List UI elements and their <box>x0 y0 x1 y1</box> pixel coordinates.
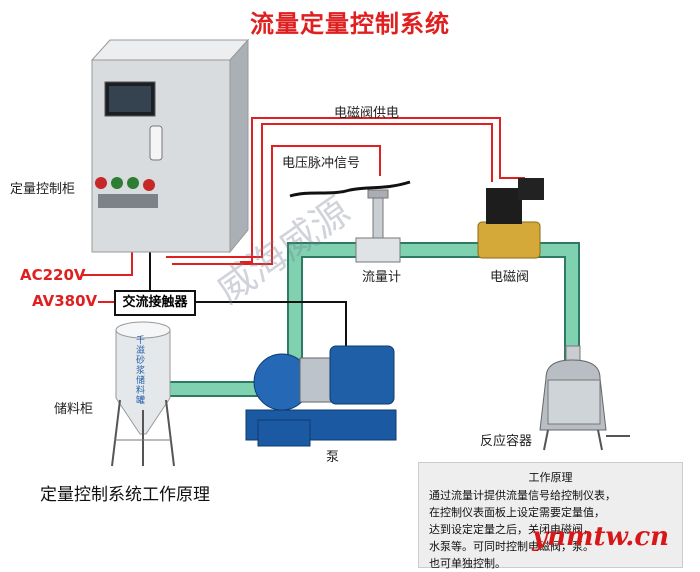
door-handle <box>149 125 163 161</box>
note-line: 水泵等。可同时控制电磁阀，泵。 <box>429 540 594 553</box>
flowmeter <box>355 189 401 263</box>
button-green-2 <box>127 177 139 189</box>
storage-tank <box>111 321 175 467</box>
label-reactor: 反应容器 <box>480 434 533 449</box>
wire-solenoid-power <box>240 117 525 263</box>
note-line: 也可单独控制。 <box>429 557 506 570</box>
control-cabinet <box>90 38 250 254</box>
button-red-1 <box>95 177 107 189</box>
label-flowmeter: 流量计 <box>362 270 402 285</box>
button-red-2 <box>143 179 155 191</box>
wire-ac220 <box>82 248 133 276</box>
signal-cable <box>289 180 411 198</box>
diagram-caption: 定量控制系统工作原理 <box>40 485 210 505</box>
label-av380: AV380V <box>32 292 98 310</box>
label-pump: 泵 <box>326 450 340 465</box>
tank-side-text: 千滋砂浆储料罐 <box>136 336 146 406</box>
label-tank: 储料柜 <box>54 402 94 417</box>
wires <box>82 117 525 348</box>
label-cabinet: 定量控制柜 <box>10 182 76 197</box>
note-line: 通过流量计提供流量信号给控制仪表， <box>429 489 616 502</box>
solenoid-valve <box>477 178 544 259</box>
site-logo: ynmtw.cn <box>532 522 670 552</box>
reactor <box>539 345 630 451</box>
wire-contactor-pump <box>192 301 347 348</box>
note-line: 在控制仪表面板上设定需要定量值， <box>429 506 605 519</box>
working-principle-box: 工作原理 通过流量计提供流量信号给控制仪表， 在控制仪表面板上设定需要定量值， … <box>418 462 683 570</box>
diagram-title: 流量定量控制系统 <box>250 10 450 38</box>
note-line: 达到设定定量之后，关闭电磁阀， <box>429 523 594 536</box>
contactor-box: 交流接触器 <box>114 290 196 316</box>
wire-pulse-signal <box>172 145 381 265</box>
label-solenoid-valve: 电磁阀 <box>490 270 530 285</box>
pipes <box>160 242 580 397</box>
button-green-1 <box>111 177 123 189</box>
wire-solenoid-power-2 <box>166 123 493 258</box>
label-solenoid-power: 电磁阀供电 <box>334 106 400 121</box>
label-pulse-signal: 电压脉冲信号 <box>282 156 361 171</box>
label-ac220: AC220V <box>20 266 86 284</box>
pump <box>245 345 397 447</box>
note-title: 工作原理 <box>528 471 573 484</box>
